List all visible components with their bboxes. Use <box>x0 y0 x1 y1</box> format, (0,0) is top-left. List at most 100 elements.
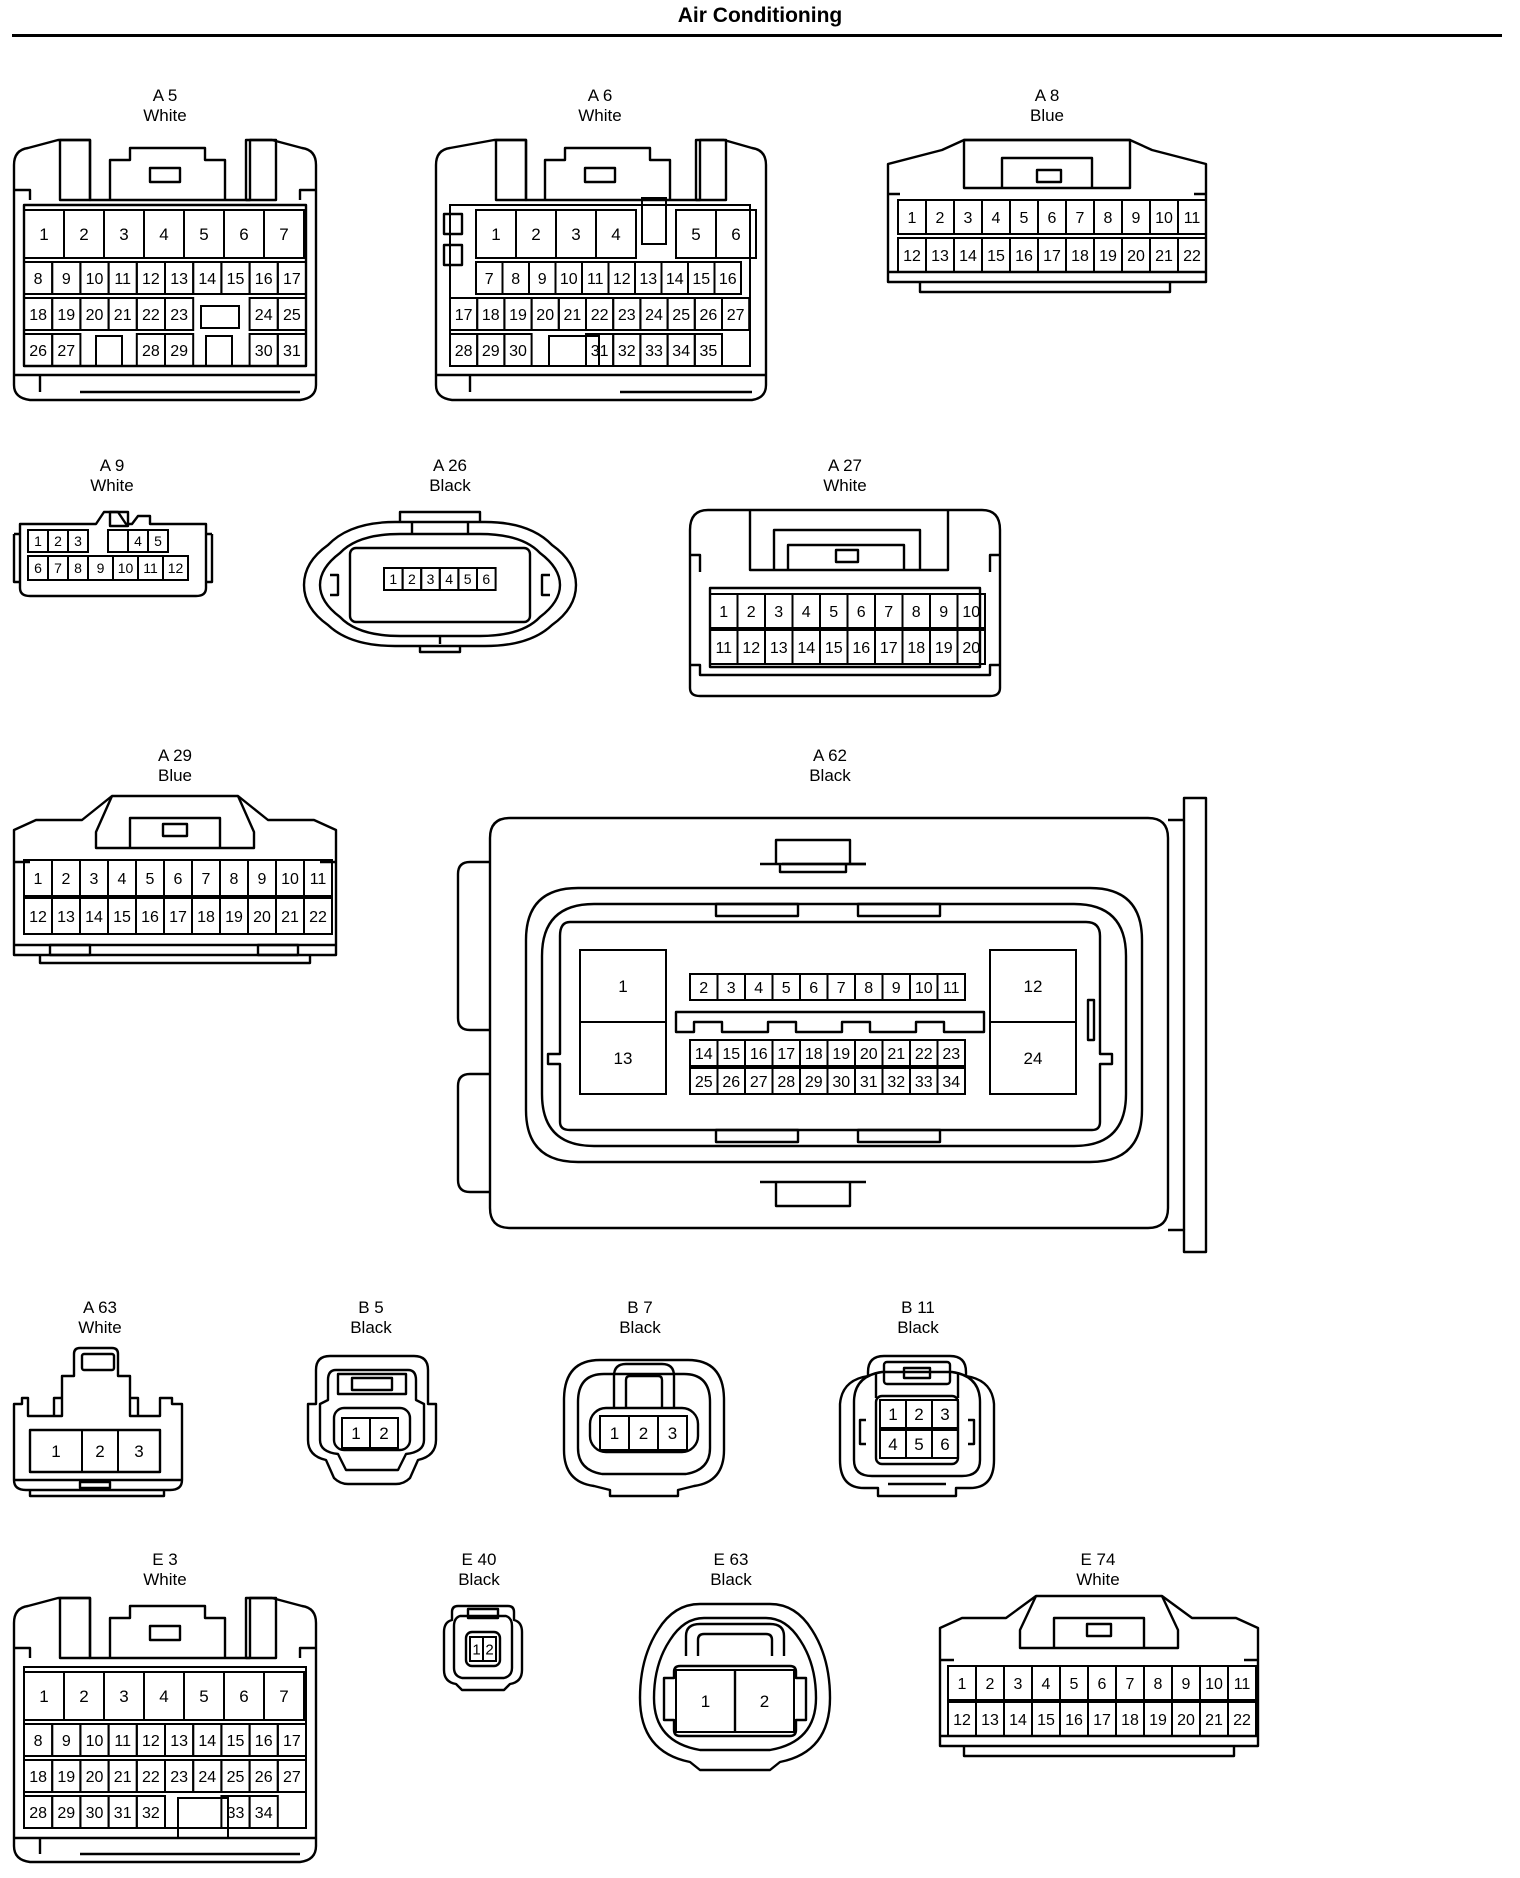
e3-pin-32: 32 <box>142 1805 160 1822</box>
connector-color: Black <box>458 1570 500 1589</box>
e74-pin-22: 22 <box>1233 1712 1251 1729</box>
connector-color: White <box>578 106 622 125</box>
e3-pin-11: 11 <box>114 1733 131 1750</box>
a5-pin-20: 20 <box>86 307 104 324</box>
a29-pin-22: 22 <box>309 909 327 926</box>
a5-pin-31-cell <box>276 333 307 367</box>
e3-pin-29: 29 <box>57 1805 75 1822</box>
e3-gap-cell <box>177 1797 229 1839</box>
a9-pin-6: 6 <box>34 560 42 576</box>
a8-pin-14: 14 <box>959 248 977 265</box>
a62-pin-9: 9 <box>892 980 901 997</box>
a5-pin-21: 21 <box>114 307 132 324</box>
a27-pin-19: 19 <box>935 640 953 657</box>
a5-pin-29: 29 <box>170 343 188 360</box>
a9-pin-8: 8 <box>74 560 82 576</box>
a27-pin-8: 8 <box>912 604 921 621</box>
a8-pin-8: 8 <box>1104 210 1113 227</box>
a6-pin-21: 21 <box>564 307 582 324</box>
a27-pin-15: 15 <box>825 640 843 657</box>
connector-a9-housing <box>12 510 214 598</box>
connector-id: B 11 <box>901 1298 935 1317</box>
a5-pin-15: 15 <box>227 271 245 288</box>
e74-pin-21: 21 <box>1205 1712 1223 1729</box>
a5-pin-27-cell <box>51 333 82 367</box>
a9-pin-7: 7 <box>54 560 62 576</box>
a29-pin-21: 21 <box>281 909 299 926</box>
a6-pin-17: 17 <box>455 307 473 324</box>
a8-pin-19: 19 <box>1099 248 1117 265</box>
connector-id: B 5 <box>358 1298 384 1317</box>
a9-pin-2: 2 <box>54 533 62 549</box>
a5-pin-29-cell <box>164 333 195 367</box>
e3-pin-22: 22 <box>142 1769 160 1786</box>
connector-id: E 74 <box>1080 1550 1116 1569</box>
b11-pin-4: 4 <box>888 1435 897 1454</box>
e74-pin-12: 12 <box>953 1712 971 1729</box>
a63-pin-2: 2 <box>95 1442 104 1461</box>
a5-pin-27: 27 <box>57 343 75 360</box>
page-title: Air Conditioning <box>677 4 843 27</box>
a62-pin-18: 18 <box>805 1046 823 1063</box>
a5-gap-left-cell <box>95 335 123 367</box>
a62-pin-23: 23 <box>942 1046 960 1063</box>
a26-pin-6: 6 <box>482 571 490 587</box>
a6-pin-26: 26 <box>700 307 718 324</box>
a62-pin-27: 27 <box>750 1074 768 1091</box>
a9-pin-10: 10 <box>118 560 134 576</box>
a62-pin-3: 3 <box>727 980 736 997</box>
e3-pin-24: 24 <box>198 1769 216 1786</box>
connector-a29-housing <box>12 794 338 965</box>
a29-pin-2: 2 <box>62 871 71 888</box>
a5-pin-31: 31 <box>283 343 301 360</box>
a29-pin-18: 18 <box>197 909 215 926</box>
connector-b11-housing <box>838 1354 996 1498</box>
a27-pin-10-cell <box>956 593 986 629</box>
a62-pin-21: 21 <box>887 1046 905 1063</box>
e3-pin-18: 18 <box>29 1769 47 1786</box>
e3-pin-14: 14 <box>198 1733 216 1750</box>
connector-color: Black <box>710 1570 752 1589</box>
a29-pin-15: 15 <box>113 909 131 926</box>
connector-a8-housing <box>886 138 1208 294</box>
connector-id: A 29 <box>157 746 193 765</box>
a26-pin-2: 2 <box>408 571 416 587</box>
a5-pin-10: 10 <box>86 271 104 288</box>
e3-pin-25: 25 <box>227 1769 245 1786</box>
a8-pin-15: 15 <box>987 248 1005 265</box>
a27-pin-2: 2 <box>747 604 756 621</box>
a6-pin-15: 15 <box>692 271 710 288</box>
a29-pin-19: 19 <box>225 909 243 926</box>
e40-pin-2: 2 <box>485 1641 493 1658</box>
a6-pin-7: 7 <box>485 271 494 288</box>
connector-id: B 7 <box>627 1298 653 1317</box>
a6-pin-4-cell <box>595 209 637 259</box>
b11-pin-2: 2 <box>914 1405 923 1424</box>
a8-pin-9: 9 <box>1132 210 1141 227</box>
a62-pin-31: 31 <box>860 1074 878 1091</box>
connector-color: Blue <box>1029 106 1065 125</box>
a29-pin-14: 14 <box>85 909 103 926</box>
e3-pin-33: 33 <box>227 1805 245 1822</box>
a5-pin-22: 22 <box>142 307 160 324</box>
connector-id: A 62 <box>812 746 848 765</box>
a6-pin-8: 8 <box>511 271 520 288</box>
e74-pin-13: 13 <box>981 1712 999 1729</box>
a62-pin-16: 16 <box>750 1046 768 1063</box>
a5-pin-3: 3 <box>119 225 128 244</box>
b5-pin-1: 1 <box>351 1424 360 1443</box>
a62-pin-23-cell <box>936 1039 966 1067</box>
e74-pin-20: 20 <box>1177 1712 1195 1729</box>
a27-pin-10: 10 <box>962 604 980 621</box>
connector-color: Black <box>350 1318 392 1337</box>
a9-pin-12-cell <box>162 555 189 581</box>
a5-pin-11: 11 <box>114 271 131 288</box>
b11-pin-5: 5 <box>914 1435 923 1454</box>
a26-pin-4: 4 <box>445 571 453 587</box>
connector-color: White <box>78 1318 122 1337</box>
b11-pin-3: 3 <box>940 1405 949 1424</box>
a8-pin-3: 3 <box>964 210 973 227</box>
e3-pin-12: 12 <box>142 1733 160 1750</box>
a5-pin-18: 18 <box>29 307 47 324</box>
e3-pin-21: 21 <box>114 1769 132 1786</box>
